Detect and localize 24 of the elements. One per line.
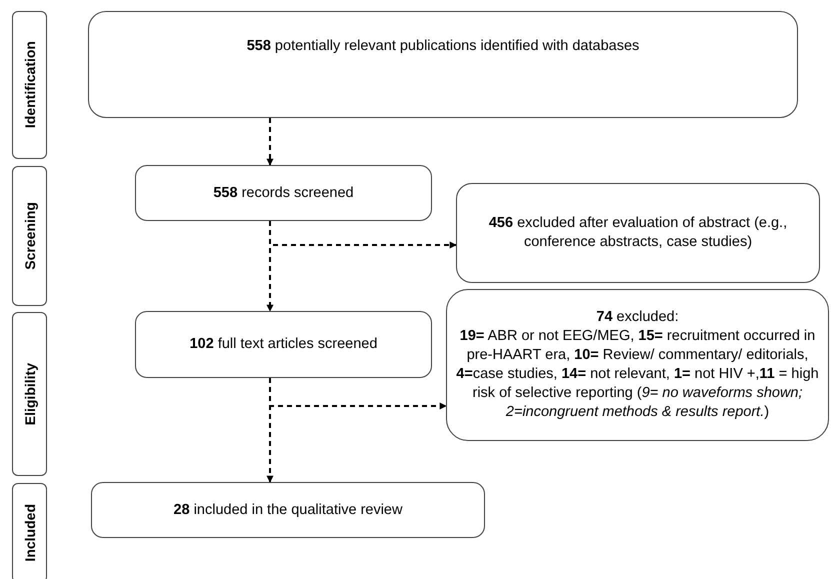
process-box: [91, 482, 485, 538]
stage-label: Screening: [22, 202, 36, 270]
box-text: 19= ABR or not EEG/MEG, 15= recruitment occurred in pre-HAART era, 10= Review/ commentary/ editorials, 4=case studies, 14= not relevant, 1= not HIV +,11 = high risk of selective reporting (9= no waveforms shown; 2=incongruent methods & results report.): [455, 327, 820, 422]
process-box: [135, 311, 432, 378]
stage-label: Identification: [22, 41, 36, 129]
stage-label: Eligibility: [22, 362, 36, 426]
process-box: [456, 183, 820, 283]
process-box: [88, 11, 798, 118]
stage-label-box: [12, 11, 47, 159]
stage-label-box: [12, 312, 47, 476]
process-box: [446, 289, 829, 441]
box-text: 558 records screened: [213, 184, 354, 202]
box-text: 456 excluded after evaluation of abstract (e.g., conference abstracts, case studies): [488, 214, 788, 252]
stage-label-box: [12, 166, 47, 306]
box-text: 28 included in the qualitative review: [174, 500, 402, 520]
box-text: 558 potentially relevant publications identified with databases: [246, 37, 640, 56]
dashed-arrow: [266, 118, 274, 166]
dashed-arrow: [269, 221, 457, 248]
box-text: 102 full text articles screened: [190, 335, 378, 354]
stage-label-box: [12, 483, 47, 579]
box-heading: 74 excluded:: [596, 308, 679, 327]
process-box: [135, 165, 432, 221]
stage-label: Included: [22, 504, 36, 562]
dashed-arrow: [269, 378, 447, 410]
